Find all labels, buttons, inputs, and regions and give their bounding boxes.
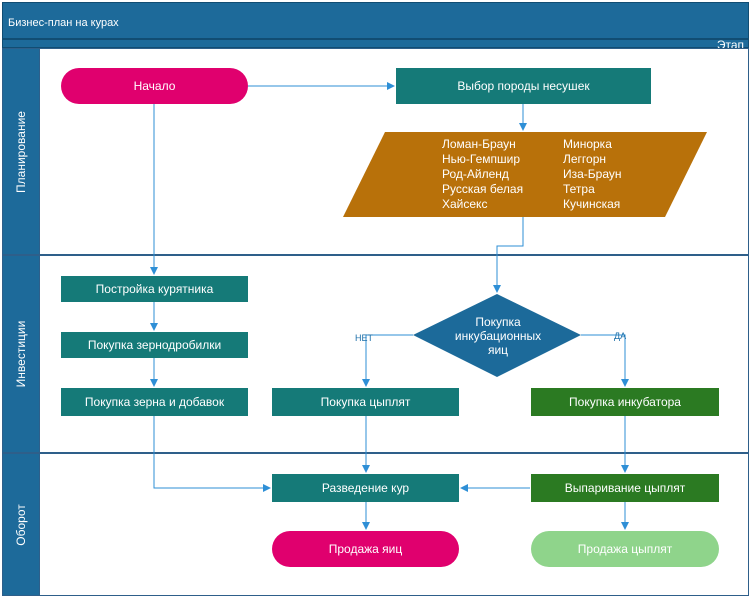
arrow-decision-no <box>362 334 413 387</box>
decision-label: Покупка инкубационных яиц <box>413 296 583 376</box>
breed-item: Леггорн <box>563 152 607 166</box>
decision-line: яиц <box>487 343 509 357</box>
branch-yes-label: ДА <box>614 331 627 341</box>
arrow-decision-yes <box>581 334 629 387</box>
arrow-list-to-decision <box>493 217 524 293</box>
lane-investments-header: Инвестиции <box>3 256 40 452</box>
breed-item: Ломан-Браун <box>442 137 516 151</box>
arrow-grain-to-breeding <box>153 416 271 492</box>
grain-crusher-node: Покупка зернодробилки <box>61 332 248 358</box>
breeds-parallelogram <box>343 132 707 217</box>
decision-line: Покупка <box>475 315 521 329</box>
decision-diamond <box>413 294 581 377</box>
hatching-node: Выпаривание цыплят <box>531 474 719 502</box>
coop-node: Постройка курятника <box>61 276 248 302</box>
start-node: Начало <box>61 68 248 104</box>
breed-item: Род-Айленд <box>442 167 509 181</box>
breed-item: Хайсекс <box>442 197 488 211</box>
breeds-list-right: Минорка Леггорн Иза-Браун Тетра Кучинска… <box>563 137 622 212</box>
breed-item: Тетра <box>563 182 595 196</box>
lane-planning-header: Планирование <box>3 49 40 254</box>
diagram-title: Бизнес-план на курах <box>2 2 749 39</box>
breed-item: Минорка <box>563 137 612 151</box>
chicks-node: Покупка цыплят <box>272 388 459 416</box>
breed-item: Русская белая <box>442 182 524 196</box>
sell-chicks-node: Продажа цыплят <box>531 531 719 567</box>
lane-turnover-header: Оборот <box>3 454 40 595</box>
breeds-list-left: Ломан-Браун Нью-Гемпшир Род-Айленд Русск… <box>442 137 523 212</box>
breed-item: Нью-Гемпшир <box>442 152 521 166</box>
grain-node: Покупка зерна и добавок <box>61 388 248 416</box>
breed-choice-node: Выбор породы несушек <box>396 68 651 104</box>
breed-item: Кучинская <box>563 197 621 211</box>
breed-item: Иза-Браун <box>563 167 622 181</box>
sell-eggs-node: Продажа яиц <box>272 531 459 567</box>
breeding-node: Разведение кур <box>272 474 459 502</box>
incubator-node: Покупка инкубатора <box>531 388 719 416</box>
branch-no-label: НЕТ <box>355 333 373 343</box>
decision-line: инкубационных <box>454 329 542 343</box>
